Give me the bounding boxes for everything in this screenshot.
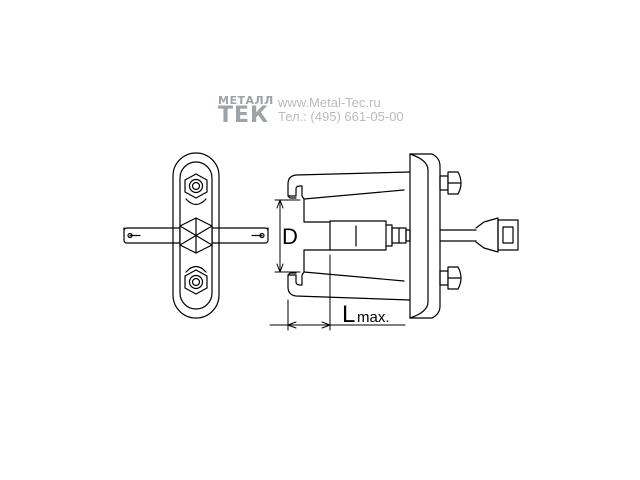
lower-nut [184, 269, 208, 295]
d-label: D [282, 224, 298, 249]
center-spindle [329, 217, 519, 253]
top-bolt [439, 171, 462, 195]
watermark-logo-main: ТЕК [218, 103, 270, 128]
upper-nut [184, 173, 208, 199]
dimension-lmax [269, 254, 406, 331]
bottom-bolt [439, 266, 462, 290]
upper-jaw [287, 171, 411, 200]
watermark-url: www.Metal-Tec.ru [278, 95, 381, 110]
watermark-phone: Тел.: (495) 661-05-00 [278, 109, 404, 124]
front-view [123, 152, 269, 319]
dimension-d [274, 199, 301, 273]
yoke-side [409, 153, 441, 319]
l-label: L [342, 301, 355, 328]
lower-jaw [287, 271, 411, 301]
watermark: МЕТАЛЛ ТЕК www.Metal-Tec.ru Тел.: (495) … [218, 94, 438, 130]
watermark-logo-top: МЕТАЛЛ [218, 94, 274, 107]
center-hex [179, 217, 213, 254]
side-view [269, 153, 519, 331]
l-sub-label: max. [357, 309, 390, 326]
